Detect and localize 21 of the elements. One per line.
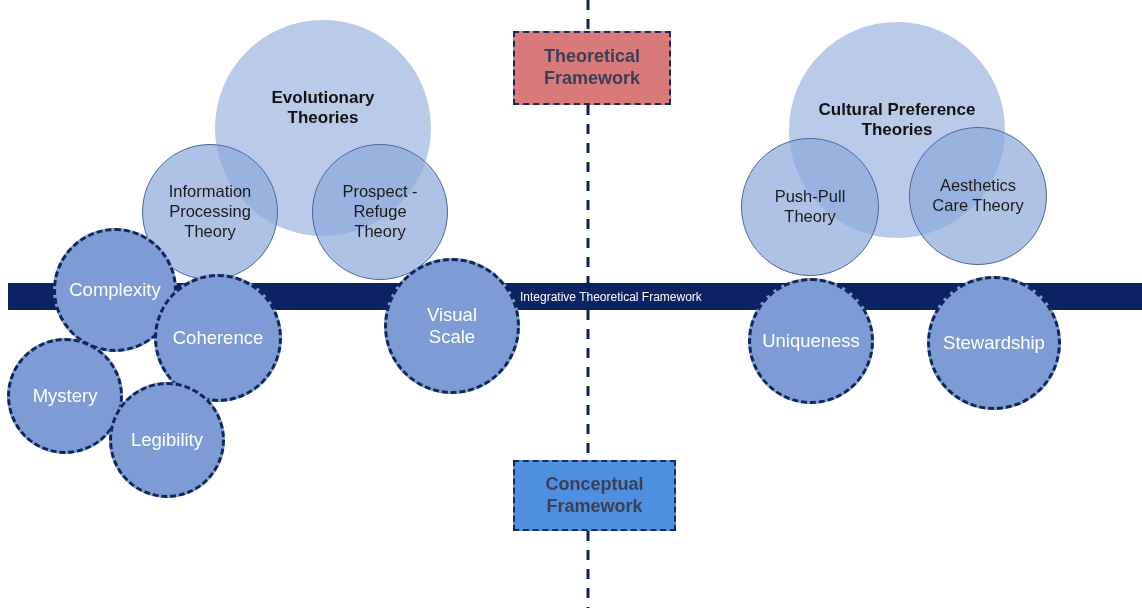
- circle-label: Push-Pull Theory: [773, 187, 847, 227]
- band-label: Integrative Theoretical Framework: [520, 289, 702, 304]
- circle-label: Legibility: [131, 428, 203, 452]
- circle-label: Stewardship: [943, 331, 1045, 355]
- dashed-connector: [586, 105, 590, 283]
- circle-label: Information Processing Theory: [167, 182, 253, 242]
- dashed-connector: [586, 531, 590, 608]
- circle-label: Mystery: [32, 384, 98, 408]
- box-label: Conceptual Framework: [544, 473, 645, 518]
- circle-label: Complexity: [69, 278, 161, 302]
- circle-label: Prospect - Refuge Theory: [341, 182, 419, 242]
- box-label: Theoretical Framework: [542, 46, 641, 90]
- circle-label: Aesthetics Care Theory: [931, 176, 1025, 216]
- framework-box: [513, 31, 671, 105]
- circle-label: Evolutionary Theories: [270, 88, 376, 129]
- framework-box: [513, 460, 676, 531]
- circle-label: Uniqueness: [762, 329, 860, 353]
- circle-label: Visual Scale: [425, 303, 479, 349]
- circle-label: Coherence: [172, 326, 264, 350]
- dashed-connector: [586, 0, 590, 31]
- circle-label: Cultural Preference Theories: [817, 100, 977, 141]
